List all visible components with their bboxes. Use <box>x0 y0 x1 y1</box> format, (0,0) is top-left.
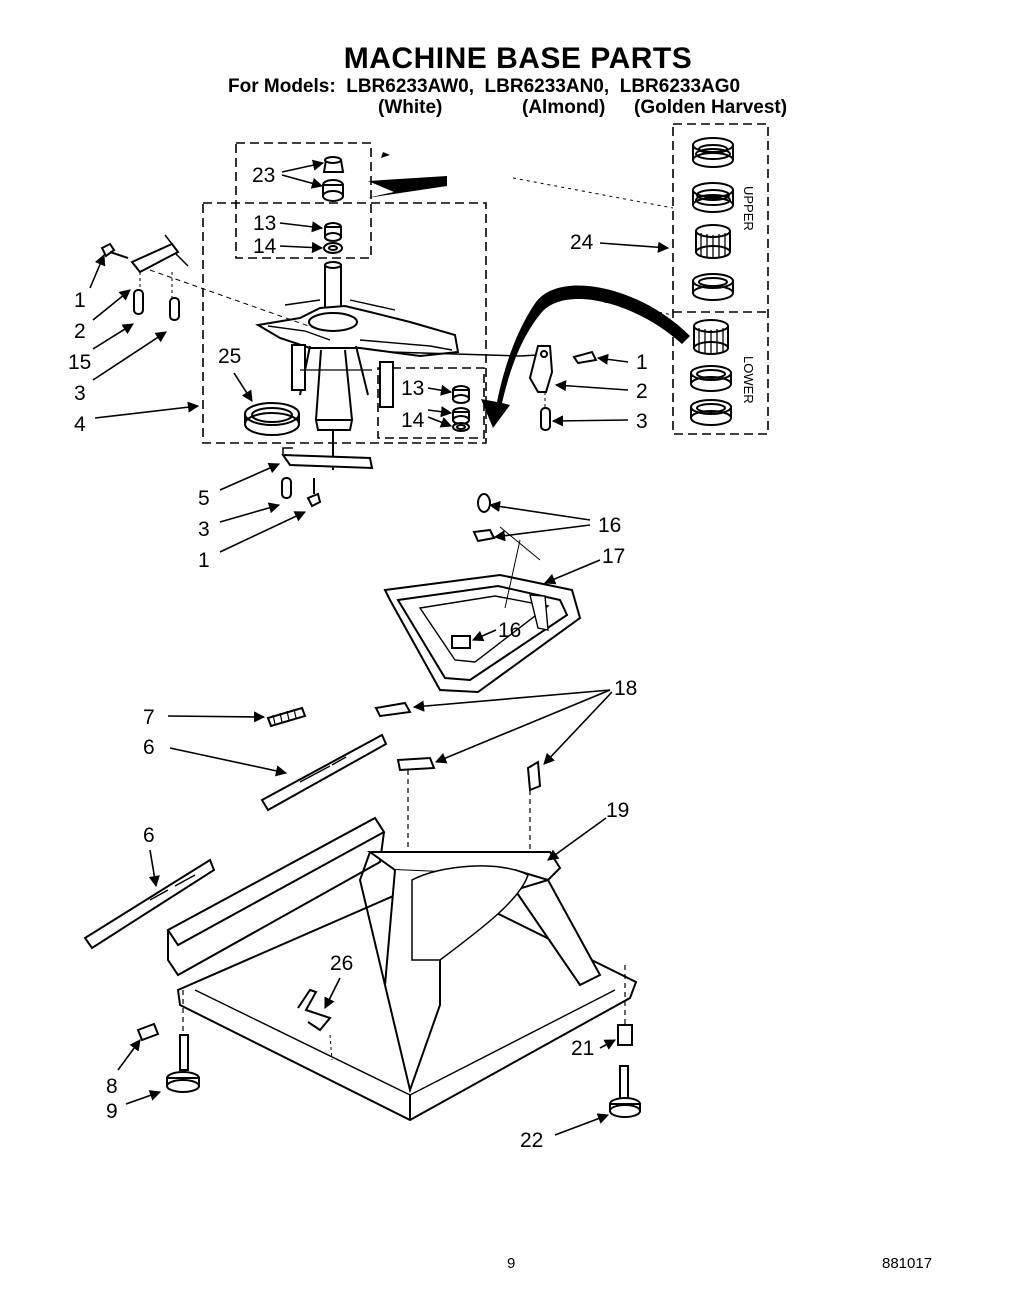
callout-18: 18 <box>614 677 637 700</box>
lower-ring-1 <box>690 365 732 392</box>
callout-3-left: 3 <box>74 382 86 405</box>
lower-bearing-gear <box>693 319 729 355</box>
upper-ring <box>692 273 734 301</box>
callout-17: 17 <box>602 545 625 568</box>
box-tub-assembly <box>202 202 487 444</box>
seal-ring-25 <box>244 402 300 436</box>
doc-code: 881017 <box>882 1255 933 1272</box>
page-title: MACHINE BASE PARTS <box>343 42 693 75</box>
callout-15: 15 <box>68 351 91 374</box>
callout-14-lower: 14 <box>401 409 425 432</box>
upper-seal-2 <box>692 182 734 213</box>
models-line: For Models: LBR6233AW0, LBR6233AN0, LBR6… <box>228 76 741 97</box>
color-almond: (Almond) <box>522 97 606 118</box>
callout-4: 4 <box>74 413 86 436</box>
lower-ring-2 <box>690 399 732 426</box>
leveling-feet <box>136 965 641 1118</box>
callout-7: 7 <box>143 706 155 729</box>
callout-8: 8 <box>106 1075 118 1098</box>
callout-16-lower: 16 <box>498 619 521 642</box>
callout-16-top: 16 <box>598 514 621 537</box>
upper-seal-1 <box>692 137 734 168</box>
dashed-group-boxes <box>202 123 769 444</box>
bearing-kit-parts <box>690 137 734 426</box>
big-arrow-upper <box>367 176 447 198</box>
callout-1-center: 1 <box>198 549 210 572</box>
callout-14-upper: 14 <box>253 235 277 258</box>
callout-5: 5 <box>198 487 210 510</box>
callout-labels: 23 13 14 24 1 2 15 3 4 25 13 14 1 2 3 5 … <box>68 164 648 1152</box>
clips-16 <box>451 493 496 649</box>
bracket-leader-left <box>149 269 321 331</box>
callout-13-lower: 13 <box>401 377 424 400</box>
upper-label: UPPER <box>741 186 756 231</box>
color-white: (White) <box>378 97 443 118</box>
hub-stack-upper <box>322 156 345 254</box>
upper-bearing-gear <box>695 224 731 259</box>
callout-1-right: 1 <box>636 351 648 374</box>
callout-6-upper: 6 <box>143 736 155 759</box>
callout-6-lower: 6 <box>143 824 155 847</box>
lower-label: LOWER <box>741 356 756 404</box>
callout-24: 24 <box>570 231 594 254</box>
callout-1-left: 1 <box>74 289 86 312</box>
small-arrow-upper <box>381 152 390 158</box>
callout-2-left: 2 <box>74 320 86 343</box>
callout-22: 22 <box>520 1129 543 1152</box>
callout-13-upper: 13 <box>253 212 276 235</box>
callout-2-right: 2 <box>636 380 648 403</box>
center-bracket-parts <box>281 447 374 508</box>
callout-3-right: 3 <box>636 410 648 433</box>
hub-stack-lower <box>452 385 470 432</box>
base-frame-19 <box>166 816 638 1122</box>
tub-support-assembly <box>255 261 539 470</box>
mid-parts <box>260 701 542 860</box>
callout-21: 21 <box>571 1037 594 1060</box>
callout-26: 26 <box>330 952 353 975</box>
box-hub-parts <box>235 142 372 259</box>
callout-23: 23 <box>252 164 275 187</box>
clip-26-leader <box>329 1034 333 1061</box>
leader-arrows <box>89 159 670 1136</box>
left-plate-6 <box>83 858 216 950</box>
color-golden-harvest: (Golden Harvest) <box>634 97 788 118</box>
callout-25: 25 <box>218 345 241 368</box>
clip-26 <box>297 988 332 1032</box>
callout-19: 19 <box>606 799 629 822</box>
box-bearing-kit <box>672 123 769 435</box>
page-number: 9 <box>507 1255 516 1272</box>
callout-3-center: 3 <box>198 518 210 541</box>
top-frame-17 <box>383 526 582 694</box>
callout-9: 9 <box>106 1100 118 1123</box>
big-arrow-lower <box>481 285 690 428</box>
right-bracket-parts <box>528 345 598 431</box>
left-bracket-parts <box>100 234 189 321</box>
